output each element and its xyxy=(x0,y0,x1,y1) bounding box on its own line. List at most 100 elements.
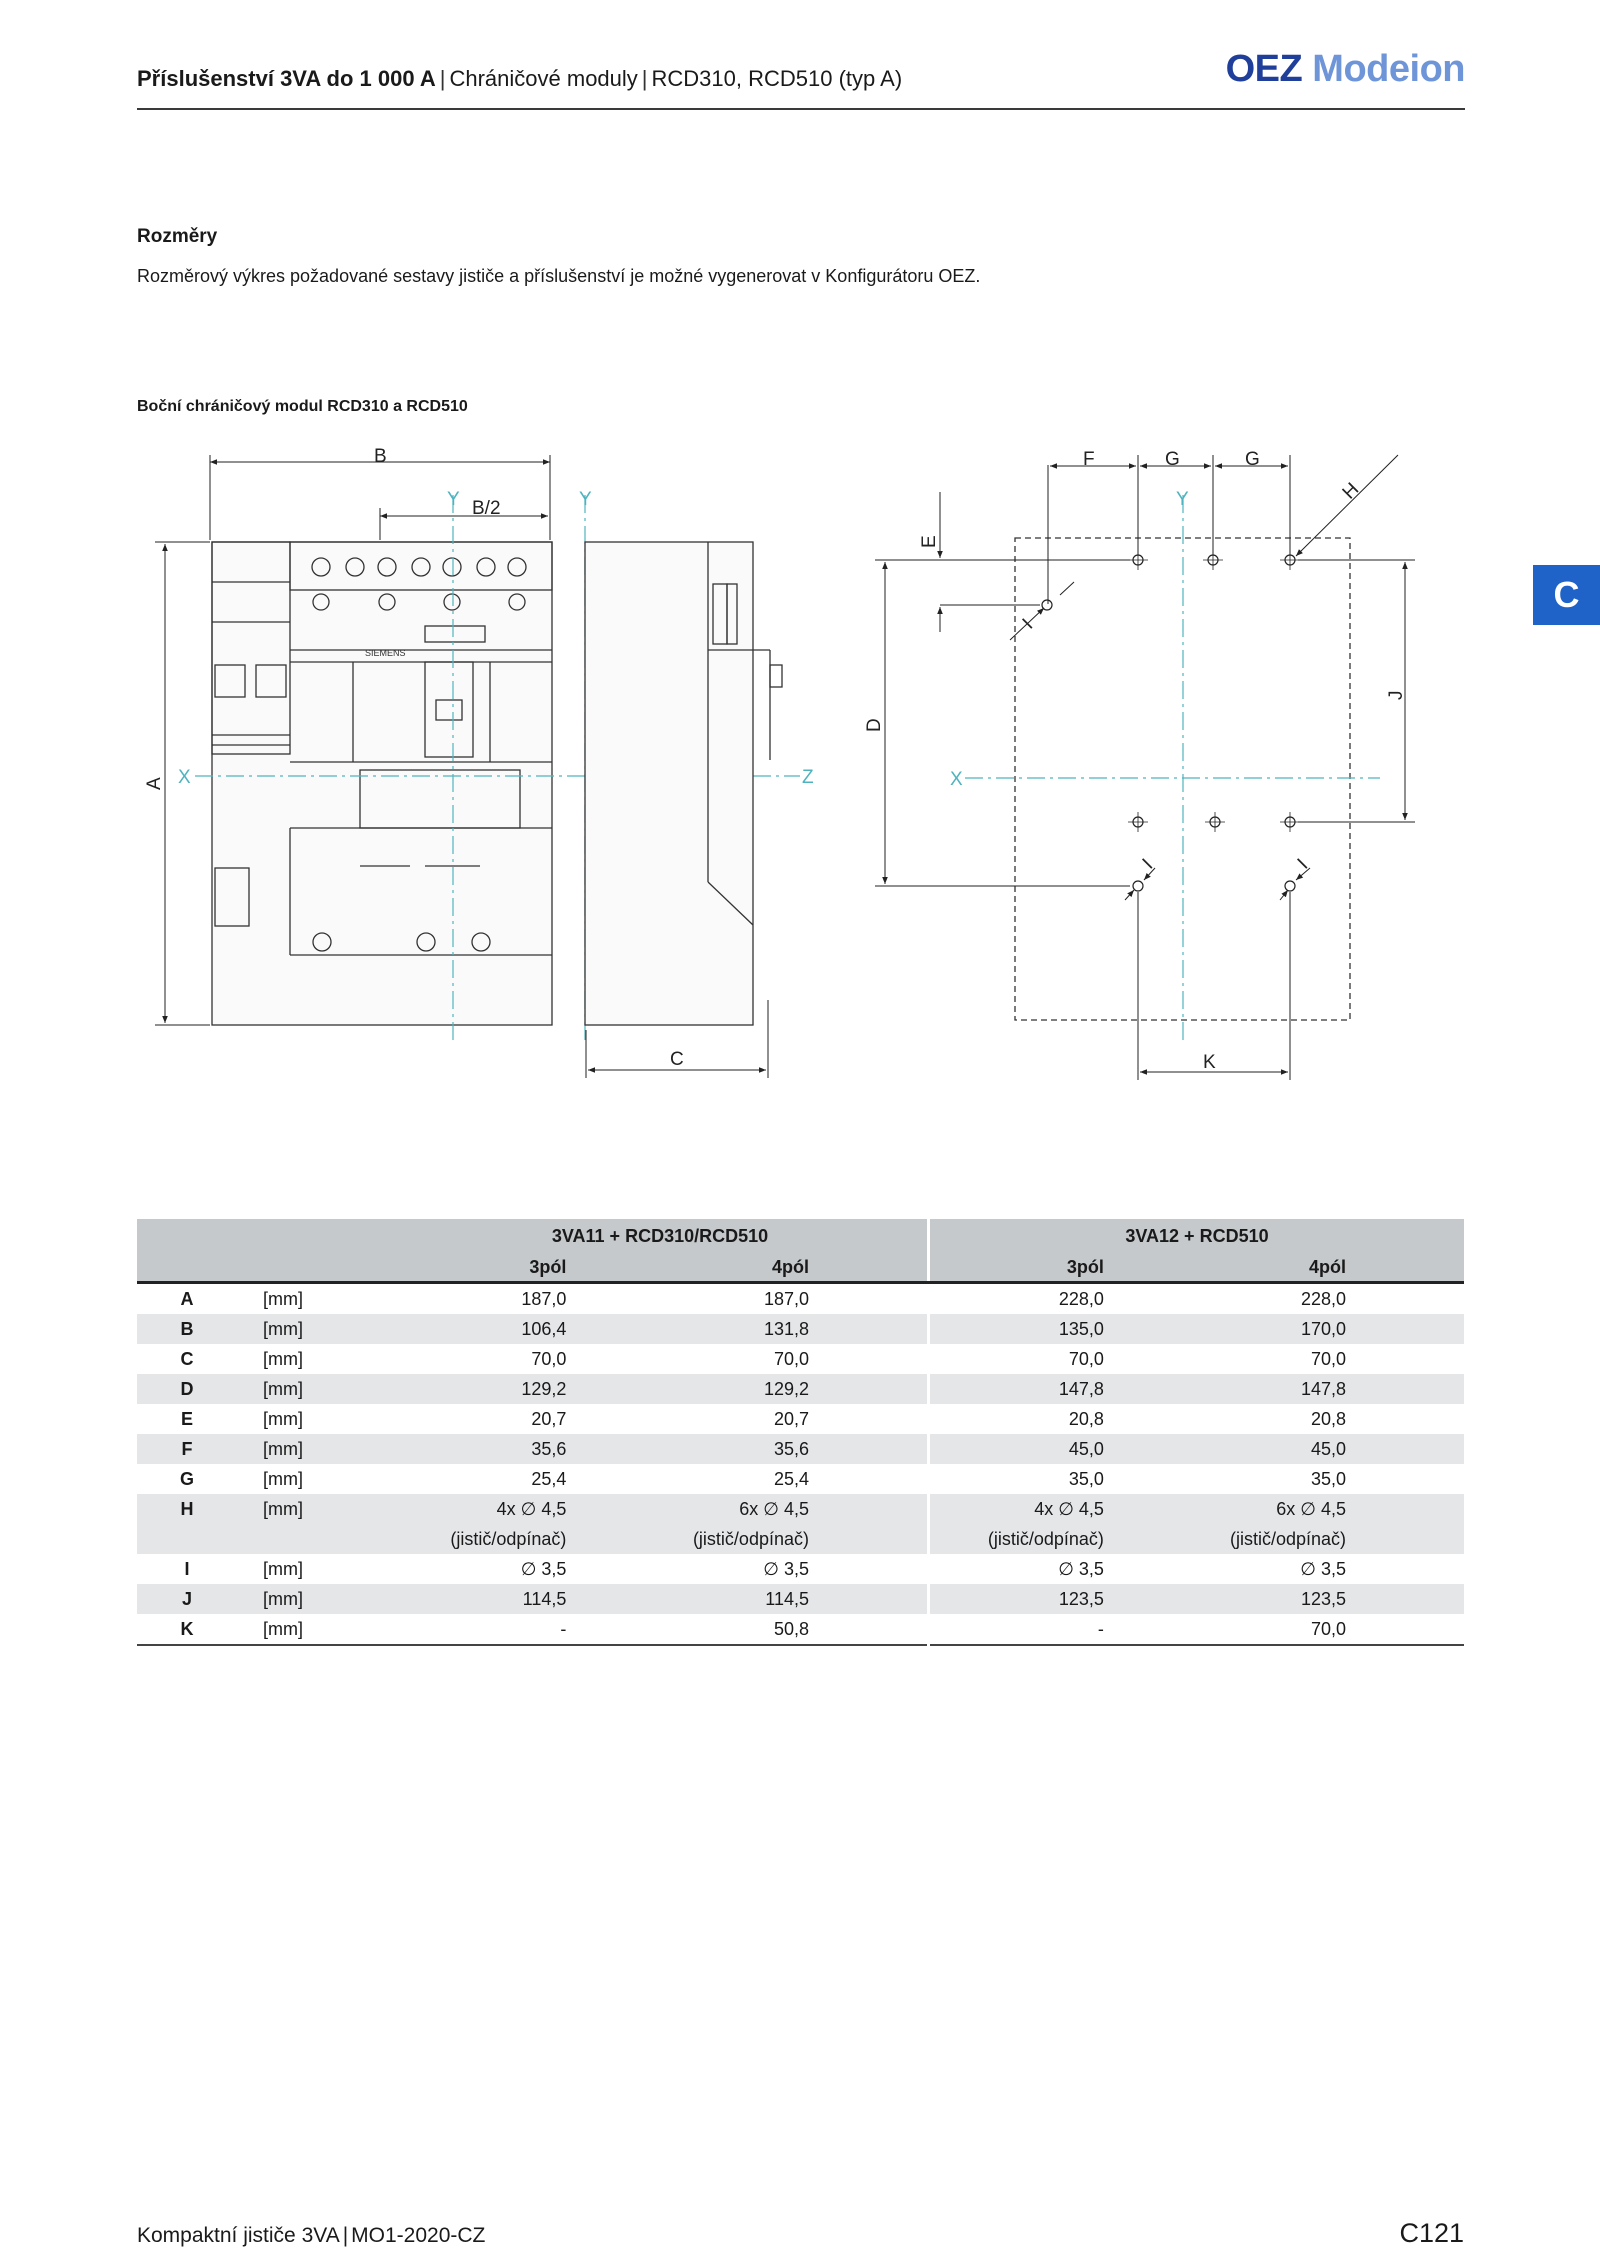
row-letter: I xyxy=(184,1558,190,1579)
table-cell: ∅ 3,5 xyxy=(1058,1558,1104,1579)
dim-label-f: F xyxy=(1083,449,1095,470)
row-letter: F xyxy=(137,1434,237,1464)
row-letter: B xyxy=(137,1314,237,1344)
table-cell: 170,0 xyxy=(1143,1314,1464,1344)
row-unit: [mm] xyxy=(263,1558,303,1579)
axis-label-y: Y xyxy=(447,489,460,510)
hole-pattern xyxy=(1014,537,1351,1021)
table-cell: 35,6 xyxy=(606,1434,930,1464)
row-unit: [mm] xyxy=(237,1314,393,1344)
axis-label-y: Y xyxy=(1176,489,1189,510)
row-letter: E xyxy=(180,1408,193,1429)
table-subheader: 3pól xyxy=(393,1253,607,1284)
row-letter: J xyxy=(137,1584,237,1614)
row-unit: [mm] xyxy=(263,1288,303,1309)
footer-separator: | xyxy=(342,2224,349,2247)
table-cell: 25,4 xyxy=(531,1468,567,1489)
header-divider xyxy=(137,108,1465,110)
logo-oez: OEZ xyxy=(1225,48,1303,90)
brand-logo: OEZ Modeion xyxy=(1225,48,1466,91)
table-cell: (jistič/odpínač) xyxy=(928,1524,1144,1554)
table-cell: 187,0 xyxy=(521,1288,567,1309)
header-separator: | xyxy=(439,66,446,91)
row-unit xyxy=(237,1524,393,1554)
dim-label-g: G xyxy=(1245,449,1260,470)
footer-left: Kompaktní jističe 3VA|MO1-2020-CZ xyxy=(137,2224,485,2248)
table-cell: (jistič/odpínač) xyxy=(1143,1524,1464,1554)
table-cell: 6x ∅ 4,5 xyxy=(606,1494,930,1524)
table-header-empty xyxy=(137,1219,393,1253)
table-cell: - xyxy=(393,1614,607,1646)
dim-label-b: B xyxy=(374,446,387,467)
row-unit: [mm] xyxy=(263,1408,303,1429)
table-cell: 70,0 xyxy=(606,1344,930,1374)
row-letter: A xyxy=(180,1288,194,1309)
table-cell: 131,8 xyxy=(606,1314,930,1344)
table-cell: 6x ∅ 4,5 xyxy=(1143,1494,1464,1524)
hole-centerlines xyxy=(965,495,1380,1040)
hole-dimensions xyxy=(875,454,1415,1080)
table-cell: 70,0 xyxy=(1068,1348,1104,1369)
table-cell: ∅ 3,5 xyxy=(520,1558,567,1579)
row-unit: [mm] xyxy=(263,1468,303,1489)
dim-label-h: H xyxy=(1339,479,1364,504)
mounting-holes xyxy=(1041,550,1300,892)
table-header-poles: 3pól 4pól 3pól 4pól xyxy=(137,1253,1464,1284)
row-letter: D xyxy=(137,1374,237,1404)
header-title-main: Příslušenství 3VA do 1 000 A xyxy=(137,66,436,91)
row-letter: C xyxy=(180,1348,194,1369)
row-letter: H xyxy=(137,1494,237,1524)
row-unit: [mm] xyxy=(263,1348,303,1369)
dim-label-i: I xyxy=(1294,855,1313,874)
table-cell: 228,0 xyxy=(1058,1288,1104,1309)
row-letter: K xyxy=(137,1614,237,1646)
chapter-tab: C xyxy=(1533,565,1600,625)
table-cell: 70,0 xyxy=(1143,1614,1464,1646)
table-group-header: 3VA11 + RCD310/RCD510 xyxy=(393,1219,930,1253)
front-view xyxy=(211,541,553,1026)
table-cell: 35,0 xyxy=(1310,1468,1346,1489)
table-cell: 106,4 xyxy=(393,1314,607,1344)
table-cell: 20,7 xyxy=(531,1408,567,1429)
table-cell: 45,0 xyxy=(1143,1434,1464,1464)
side-view xyxy=(584,541,783,1026)
dim-label-a: A xyxy=(144,777,165,790)
table-cell: 20,8 xyxy=(1068,1408,1104,1429)
axis-label-z: Z xyxy=(802,767,814,788)
table-cell: 147,8 xyxy=(928,1374,1144,1404)
table-row: K[mm]-50,8-70,0 xyxy=(137,1614,1464,1646)
row-unit: [mm] xyxy=(237,1434,393,1464)
row-letter xyxy=(137,1524,237,1554)
row-unit: [mm] xyxy=(237,1374,393,1404)
table-cell: 70,0 xyxy=(531,1348,567,1369)
page-number: C121 xyxy=(1399,2218,1464,2248)
dim-label-i: I xyxy=(1139,855,1158,874)
table-cell: 114,5 xyxy=(606,1584,930,1614)
table-row: I[mm]∅ 3,5∅ 3,5∅ 3,5∅ 3,5 xyxy=(137,1554,1464,1584)
table-cell: 4x ∅ 4,5 xyxy=(928,1494,1144,1524)
table-subheader: 3pól xyxy=(928,1253,1144,1284)
dim-label-k: K xyxy=(1203,1052,1216,1073)
table-subheader: 4pól xyxy=(1143,1253,1464,1284)
dim-label-b2: B/2 xyxy=(472,498,501,519)
footer-catalog: Kompaktní jističe 3VA xyxy=(137,2224,340,2247)
table-cell: 187,0 xyxy=(606,1282,930,1314)
table-cell: 114,5 xyxy=(393,1584,607,1614)
table-cell: 35,0 xyxy=(1068,1468,1104,1489)
row-unit: [mm] xyxy=(237,1614,393,1646)
axis-label-y: Y xyxy=(579,489,592,510)
table-cell: 123,5 xyxy=(1143,1584,1464,1614)
logo-modeion: Modeion xyxy=(1312,48,1465,90)
table-cell: ∅ 3,5 xyxy=(606,1554,930,1584)
section-title: Rozměry xyxy=(137,226,218,247)
table-cell: 123,5 xyxy=(928,1584,1144,1614)
table-cell: 50,8 xyxy=(606,1614,930,1646)
dim-label-j: J xyxy=(1386,691,1407,701)
